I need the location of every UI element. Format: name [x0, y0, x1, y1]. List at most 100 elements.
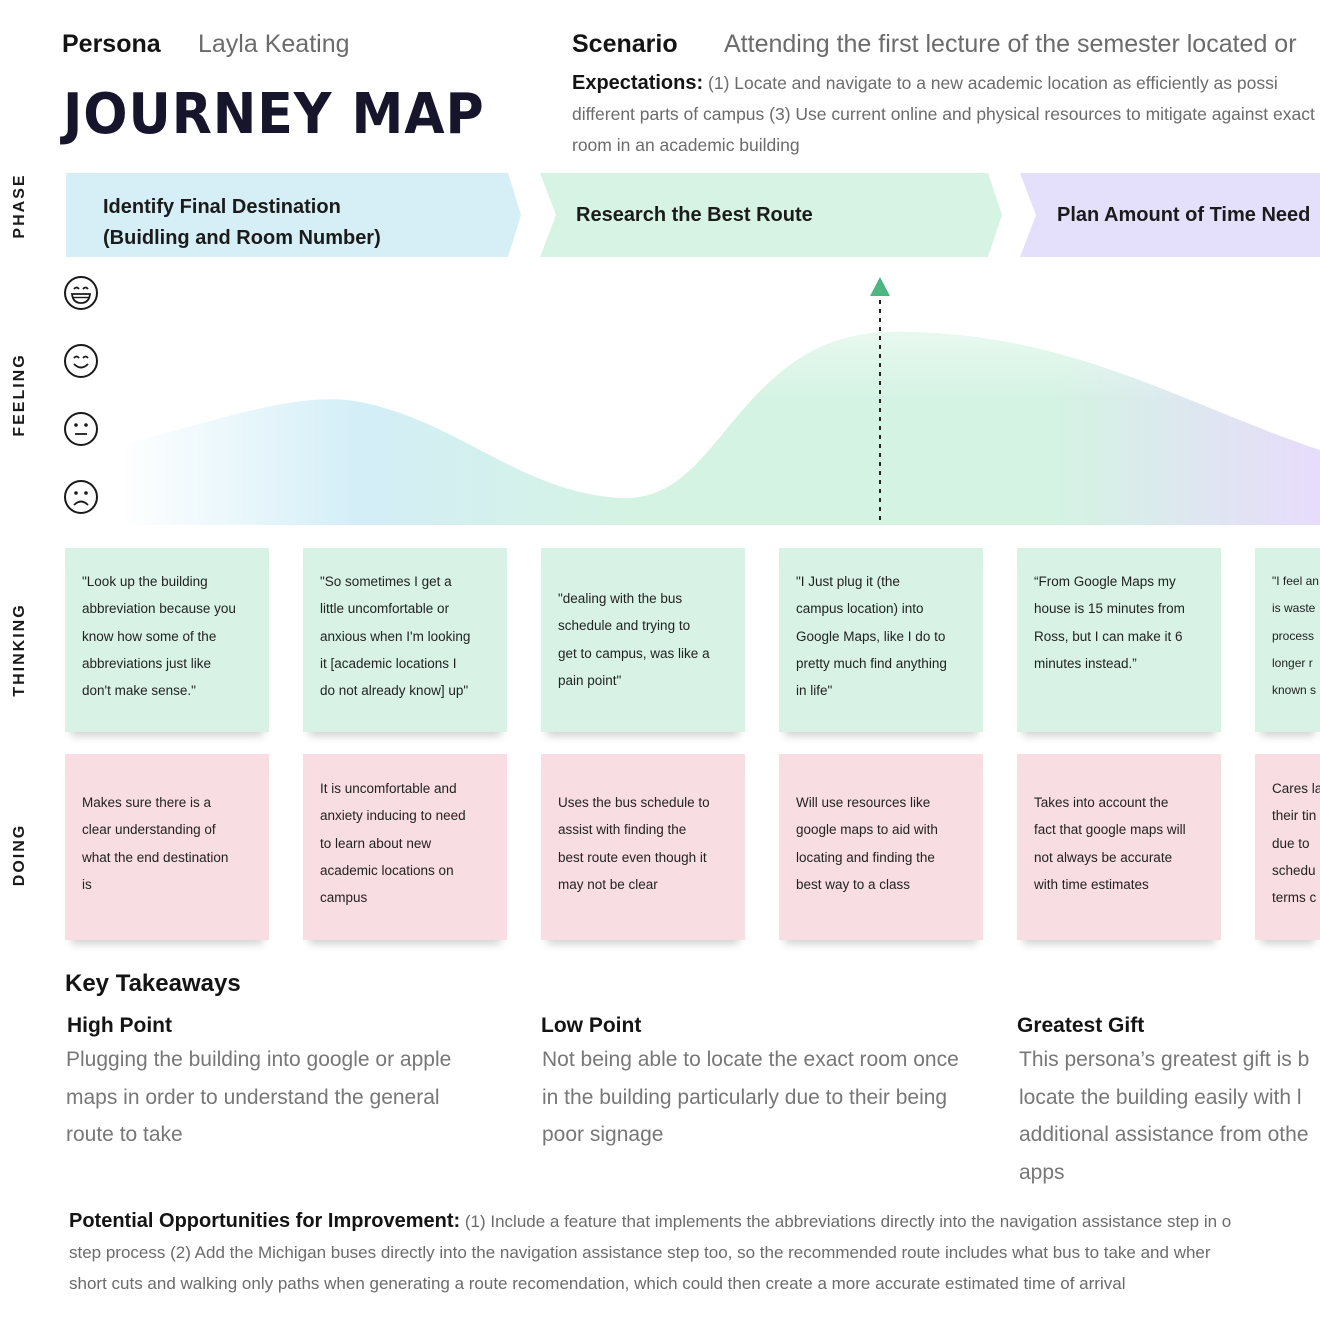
high-point-arrow: [870, 277, 890, 296]
text-line: additional assistance from othe: [1019, 1123, 1309, 1146]
note-line: with time estimates: [1034, 876, 1149, 892]
phase-1-label: Identify Final Destination (Buidling and…: [103, 192, 381, 254]
text-line: Not being able to locate the exact room …: [542, 1048, 959, 1071]
note-line: pain point": [558, 672, 622, 688]
key-takeaways-title: Key Takeaways: [65, 970, 241, 997]
text-line: locate the building easily with l: [1019, 1085, 1302, 1109]
note-line: not always be accurate: [1034, 849, 1173, 865]
phase-1-line1: Identify Final Destination: [103, 196, 341, 218]
doing-note-4: Will use resources like google maps to a…: [779, 754, 983, 940]
text-line: in the building particularly due to thei…: [542, 1085, 948, 1109]
note-line: to learn about new: [320, 835, 432, 851]
row-label-doing: DOING: [11, 823, 28, 887]
high-point-text: Plugging the building into google or app…: [66, 1041, 496, 1154]
persona-name: Layla Keating: [198, 30, 350, 58]
note-line: house is 15 minutes from: [1034, 601, 1185, 617]
note-line: is waste: [1272, 601, 1316, 616]
note-line: anxiety inducing to need: [320, 808, 466, 824]
phase-arrow-2: [540, 173, 1002, 257]
phase-1-line2: (Buidling and Room Number): [103, 227, 381, 249]
neutral-face-icon: [64, 412, 98, 446]
note-line: clear understanding of: [82, 822, 216, 838]
note-line: Uses the bus schedule to: [558, 795, 710, 810]
thinking-note-6: "I feel an is waste process longer r kno…: [1255, 548, 1320, 732]
text-line: This persona’s greatest gift is b: [1019, 1048, 1310, 1071]
doing-note-5: Takes into account the fact that google …: [1017, 754, 1221, 940]
note-line: "dealing with the bus: [558, 591, 683, 606]
scenario-text: Attending the first lecture of the semes…: [724, 30, 1297, 58]
note-line: "Look up the building: [82, 574, 208, 589]
very-happy-face-icon: [64, 276, 98, 310]
note-line: best way to a class: [796, 876, 911, 892]
note-line: It is uncomfortable and: [320, 781, 457, 796]
opportunities-line-2: step process (2) Add the Michigan buses …: [69, 1243, 1211, 1262]
doing-note-1: Makes sure there is a clear understandin…: [65, 754, 269, 940]
thinking-note-3: "dealing with the bus schedule and tryin…: [541, 548, 745, 732]
note-line: academic locations on: [320, 862, 454, 878]
happy-face-icon: [64, 344, 98, 378]
note-line: longer r: [1272, 655, 1313, 670]
high-point-heading: High Point: [67, 1014, 172, 1037]
phase-3-label: Plan Amount of Time Need: [1057, 204, 1311, 226]
note-line: abbreviation because you: [82, 601, 236, 617]
thinking-note-4: "I Just plug it (the campus location) in…: [779, 548, 983, 732]
note-line: fact that google maps will: [1034, 822, 1186, 838]
opportunities: Potential Opportunities for Improvement:…: [69, 1206, 1320, 1299]
phase-arrows: [66, 173, 1320, 257]
note-line: "I feel an: [1272, 574, 1319, 588]
note-line: schedule and trying to: [558, 618, 691, 634]
text-line: Plugging the building into google or app…: [66, 1048, 452, 1071]
note-line: Takes into account the: [1034, 795, 1169, 810]
low-point-text: Not being able to locate the exact room …: [542, 1041, 972, 1154]
note-line: is: [82, 876, 92, 892]
note-line: Makes sure there is a: [82, 795, 212, 810]
page-title: JOURNEY MAP: [63, 82, 485, 147]
note-line: Ross, but I can make it 6: [1034, 628, 1183, 644]
note-line: campus: [320, 890, 368, 906]
emotion-curve: [120, 277, 1320, 525]
note-line: in life": [796, 683, 833, 699]
thinking-note-5: “From Google Maps my house is 15 minutes…: [1017, 548, 1221, 732]
greatest-gift-heading: Greatest Gift: [1017, 1014, 1145, 1037]
expectations-text: (1) Locate and navigate to a new academi…: [572, 73, 1315, 155]
text-line: maps in order to understand the general: [66, 1085, 440, 1109]
note-line: assist with finding the: [558, 822, 687, 838]
note-line: due to: [1272, 835, 1310, 851]
sad-face-icon: [64, 480, 98, 514]
note-line: “From Google Maps my: [1034, 574, 1176, 589]
doing-note-2: It is uncomfortable and anxiety inducing…: [303, 754, 507, 940]
note-line: campus location) into: [796, 601, 924, 617]
note-line: terms c: [1272, 890, 1317, 906]
opportunities-line-3: short cuts and walking only paths when g…: [69, 1274, 1126, 1293]
phase-2-label: Research the Best Route: [576, 204, 813, 226]
greatest-gift-text: This persona’s greatest gift is b locate…: [1019, 1041, 1320, 1191]
note-line: anxious when I'm looking: [320, 628, 471, 644]
note-line: best route even though it: [558, 849, 707, 865]
note-line: process: [1272, 628, 1315, 643]
note-line: Will use resources like: [796, 795, 931, 810]
row-label-thinking: THINKING: [11, 603, 28, 697]
note-line: "I Just plug it (the: [796, 574, 900, 589]
note-line: know how some of the: [82, 628, 217, 644]
expectations: Expectations: (1) Locate and navigate to…: [572, 68, 1320, 161]
thinking-note-1: "Look up the building abbreviation becau…: [65, 548, 269, 732]
low-point-heading: Low Point: [541, 1014, 642, 1037]
note-line: "So sometimes I get a: [320, 574, 452, 589]
note-line: schedu: [1272, 862, 1316, 878]
note-line: google maps to aid with: [796, 822, 938, 838]
expectations-label: Expectations:: [572, 72, 704, 94]
note-line: do not already know] up": [320, 683, 469, 699]
note-line: little uncomfortable or: [320, 601, 450, 617]
note-line: their tin: [1272, 808, 1317, 824]
doing-note-6: Cares la their tin due to schedu terms c: [1255, 754, 1320, 940]
scenario-label: Scenario: [572, 30, 678, 58]
note-line: may not be clear: [558, 876, 658, 892]
note-line: pretty much find anything: [796, 655, 947, 671]
phase-arrow-1: [66, 173, 521, 257]
doing-note-3: Uses the bus schedule to assist with fin…: [541, 754, 745, 940]
note-line: locating and finding the: [796, 849, 935, 865]
phase-arrow-3: [1020, 173, 1320, 257]
persona-label: Persona: [62, 30, 161, 58]
note-line: get to campus, was like a: [558, 645, 710, 661]
note-line: abbreviations just like: [82, 655, 212, 671]
